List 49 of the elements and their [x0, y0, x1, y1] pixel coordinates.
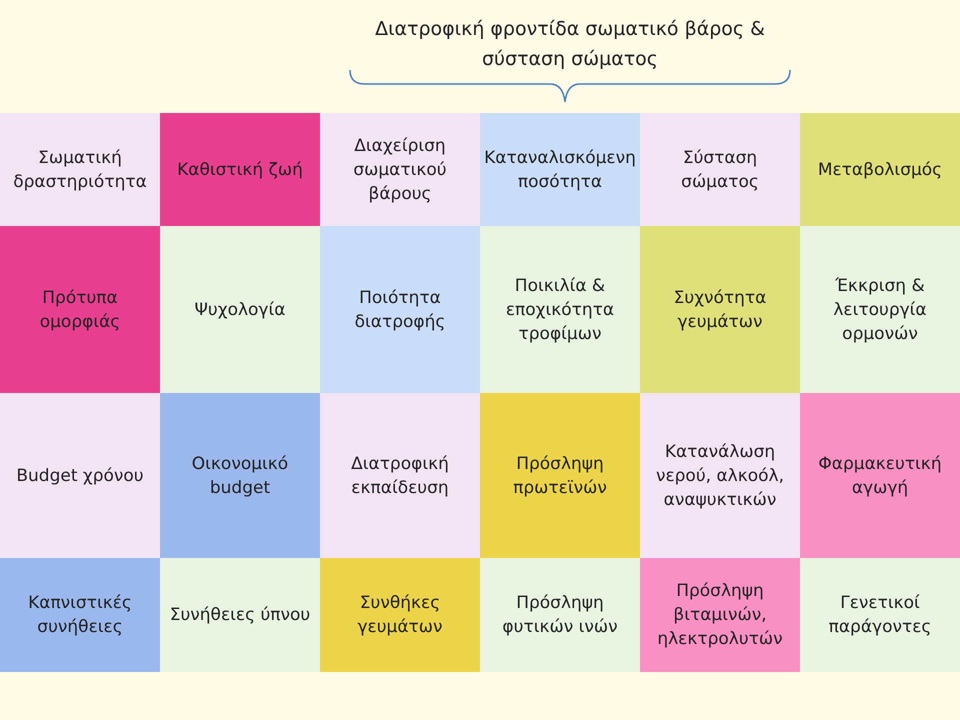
piece-label: Καπνιστικές συνήθειες	[27, 592, 133, 639]
piece-label: Οικονομικό budget	[190, 452, 290, 500]
puzzle-piece	[480, 226, 640, 393]
puzzle-piece	[0, 113, 160, 226]
puzzle-piece	[160, 558, 320, 672]
piece-label: Διαχείριση σωματικού βάρους	[352, 134, 448, 206]
piece-label: Καταναλισκόμενη ποσότητα	[483, 146, 637, 194]
puzzle-piece	[0, 393, 160, 558]
piece-label: Διατροφική εκπαίδευση	[350, 452, 450, 500]
piece-label: Σωματική δραστηριότητα	[12, 146, 148, 194]
piece-label: Πρόσληψη πρωτεϊνών	[512, 452, 608, 500]
piece-label: Έκκριση & λειτουργία ορμονών	[832, 274, 928, 346]
puzzle-piece	[480, 558, 640, 672]
piece-label: Ποικιλία & εποχικότητα τροφίμων	[504, 274, 616, 346]
puzzle-piece	[480, 113, 640, 226]
diagram-title: Διατροφική φροντίδα σωματικό βάρος & σύσταση σώματος	[374, 17, 766, 72]
puzzle-piece	[800, 393, 960, 558]
piece-label: Φαρμακευτική αγωγή	[817, 452, 943, 500]
puzzle-piece	[640, 113, 800, 226]
puzzle-piece	[640, 393, 800, 558]
puzzle-piece	[0, 226, 160, 393]
piece-label: Κατανάλωση νερού, αλκοόλ, αναψυκτικών	[654, 440, 786, 512]
piece-label: Πρόσληψη φυτικών ινών	[501, 592, 619, 639]
piece-label: Πρότυπα ομορφιάς	[38, 286, 122, 334]
piece-label: Μεταβολισμός	[816, 158, 944, 182]
puzzle-piece	[640, 558, 800, 672]
piece-label: Πρόσληψη βιταμινών, ηλεκτρολυτών	[656, 580, 784, 651]
puzzle-piece	[320, 113, 480, 226]
puzzle-piece	[800, 226, 960, 393]
piece-label: Ψυχολογία	[194, 298, 286, 322]
piece-label: Σύσταση σώματος	[680, 146, 760, 194]
puzzle-piece	[320, 226, 480, 393]
piece-label: Συνήθειες ύπνου	[168, 604, 312, 627]
puzzle-piece	[160, 113, 320, 226]
puzzle-piece	[480, 393, 640, 558]
piece-label: Budget χρόνου	[15, 464, 145, 488]
puzzle-piece	[800, 113, 960, 226]
puzzle-piece	[640, 226, 800, 393]
piece-label: Ποιότητα διατροφής	[354, 286, 446, 334]
puzzle-piece	[160, 393, 320, 558]
puzzle-piece	[800, 558, 960, 672]
piece-label: Συνθήκες γευμάτων	[356, 592, 444, 639]
puzzle-piece	[320, 558, 480, 672]
puzzle-piece	[320, 393, 480, 558]
piece-label: Γενετικοί παράγοντες	[828, 592, 932, 639]
puzzle-piece	[160, 226, 320, 393]
piece-label: Συχνότητα γευμάτων	[672, 286, 768, 334]
puzzle-piece	[0, 558, 160, 672]
piece-label: Καθιστική ζωή	[176, 158, 304, 182]
